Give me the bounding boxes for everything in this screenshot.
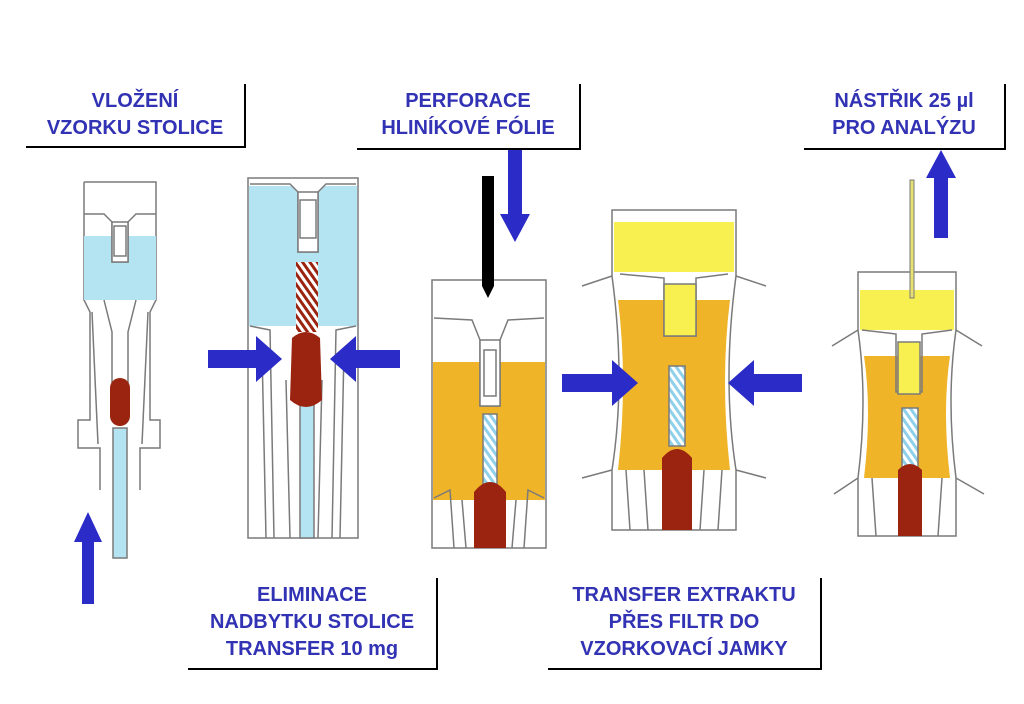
label-step3-line1: PERFORACE [405, 90, 531, 112]
label-step3-line2: HLINÍKOVÉ FÓLIE [381, 117, 555, 139]
label-step2-line3: TRANSFER 10 mg [225, 638, 399, 660]
label-step2-line1: ELIMINACE [257, 584, 367, 606]
frame-step4 [548, 578, 822, 670]
arrow-right-squeeze-2 [208, 336, 282, 382]
label-step2: ELIMINACE NADBYTKU STOLICE TRANSFER 10 m… [188, 582, 436, 663]
arrow-left-squeeze-4 [728, 360, 802, 406]
device-3-perforation [431, 176, 547, 549]
label-step4: TRANSFER EXTRAKTU PŘES FILTR DO VZORKOVA… [548, 582, 820, 663]
label-step4-line1: TRANSFER EXTRAKTU [572, 584, 796, 606]
arrow-up-insert [74, 512, 102, 604]
label-step4-line2: PŘES FILTR DO [608, 611, 760, 633]
arrow-up-inject [926, 150, 956, 238]
label-step2-line2: NADBYTKU STOLICE [209, 611, 415, 633]
label-step5-line2: PRO ANALÝZU [832, 117, 976, 139]
label-step5-line1: NÁSTŘIK 25 µl [834, 90, 974, 112]
device-1-insertion [77, 181, 161, 559]
frame-step3 [357, 84, 581, 150]
label-step1: VLOŽENÍ VZORKU STOLICE [26, 88, 244, 142]
label-step1-line1: VLOŽENÍ [91, 90, 179, 112]
arrow-left-squeeze-2 [330, 336, 400, 382]
label-step3: PERFORACE HLINÍKOVÉ FÓLIE [357, 88, 579, 142]
frame-step2 [188, 578, 438, 670]
label-step4-line3: VZORKOVACÍ JAMKY [580, 638, 788, 660]
label-step1-line2: VZORKU STOLICE [46, 117, 224, 139]
frame-step5 [804, 84, 1006, 150]
label-step5: NÁSTŘIK 25 µl PRO ANALÝZU [804, 88, 1004, 142]
device-5-injection [831, 179, 985, 537]
arrow-down-perforate [500, 150, 530, 242]
arrow-right-squeeze-4 [562, 360, 638, 406]
device-4-transfer [581, 209, 767, 531]
frame-step1 [26, 84, 246, 148]
